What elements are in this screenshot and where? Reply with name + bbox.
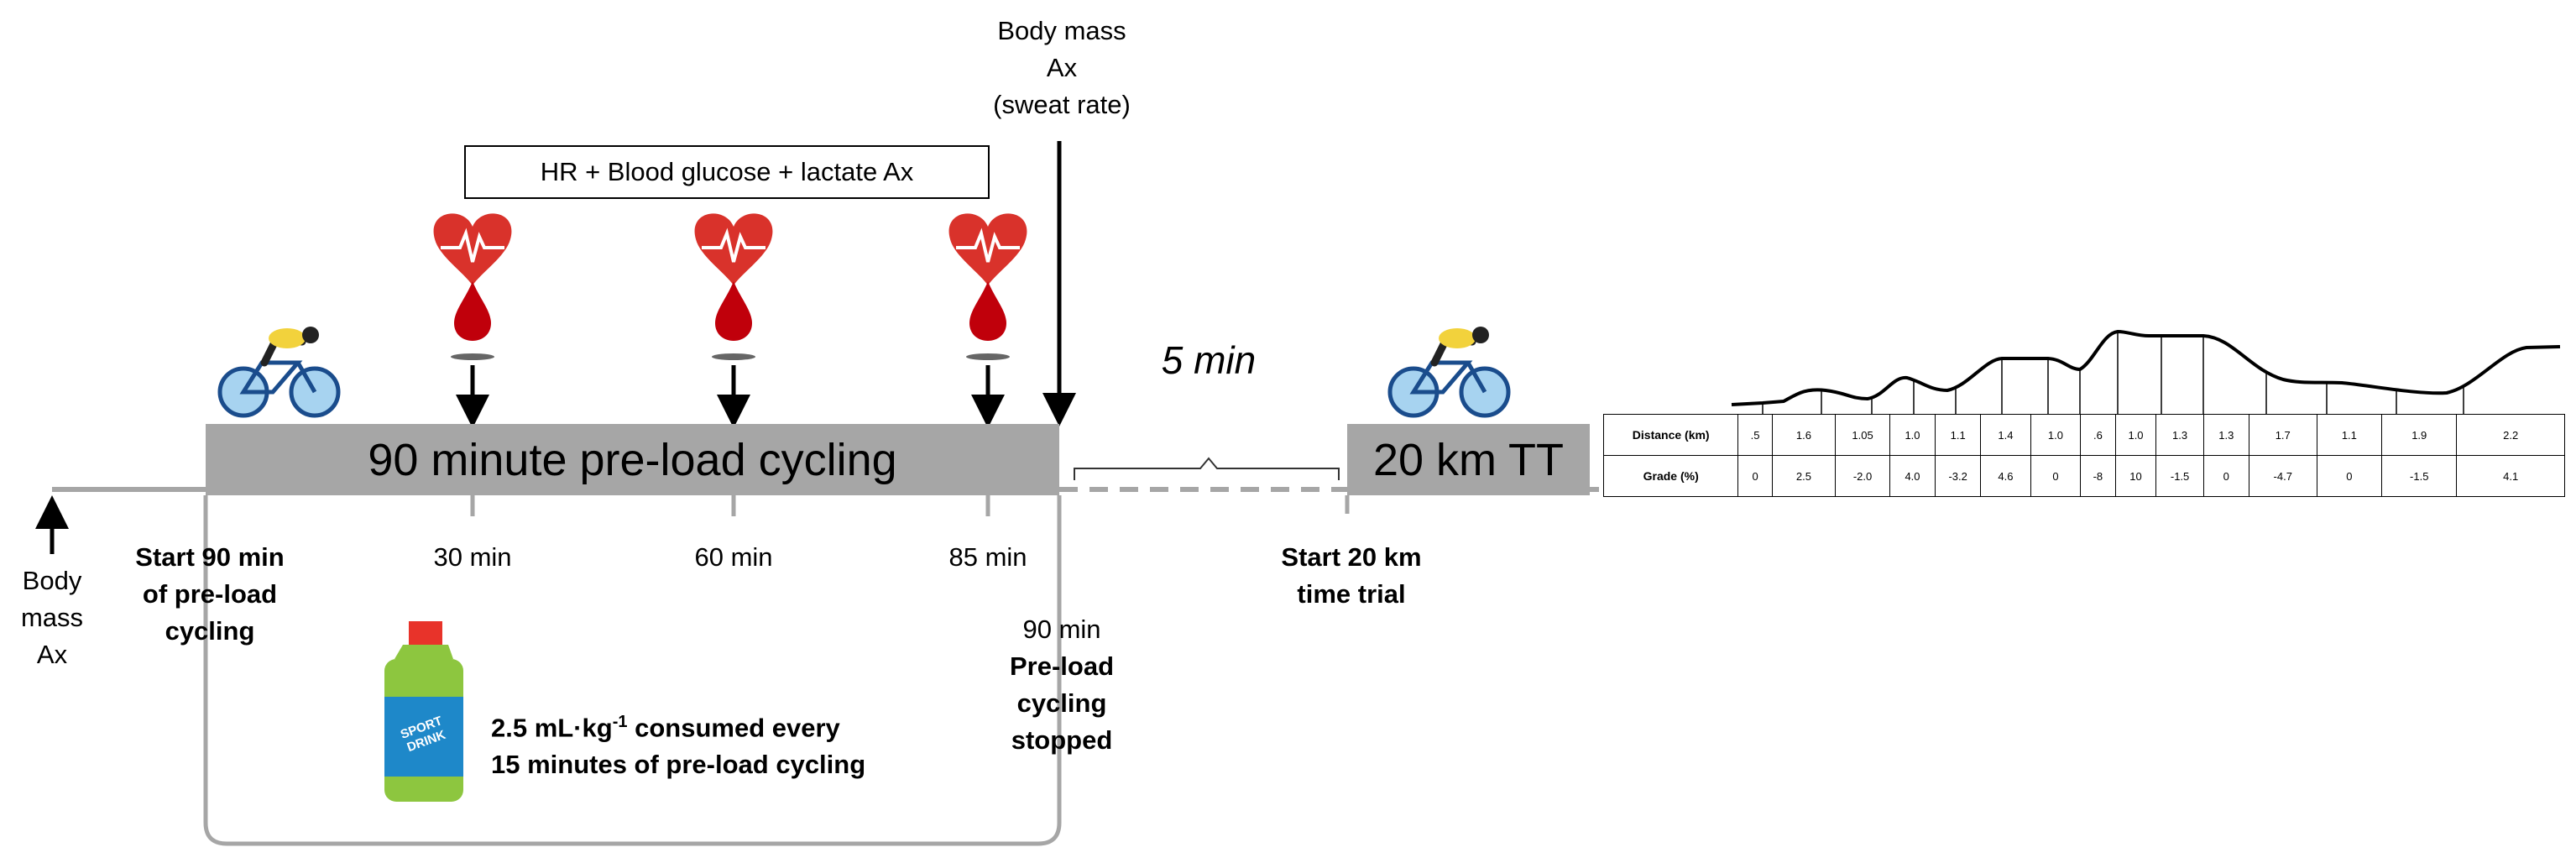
distance-cell: 1.9 xyxy=(2381,414,2458,456)
distance-cell: 1.4 xyxy=(1980,414,2031,456)
grade-cell: 0 xyxy=(2202,455,2249,497)
assessment-box: HR + Blood glucose + lactate Ax xyxy=(464,145,990,199)
rest-period-label: 5 min xyxy=(1161,338,1257,382)
preload-cycling-bar: 90 minute pre-load cycling xyxy=(206,424,1059,495)
blood-drop-icon xyxy=(966,281,1010,360)
grade-cell: -3.2 xyxy=(1935,455,1982,497)
grade-cell: 4.0 xyxy=(1889,455,1936,497)
start-time-trial-label: Start 20 km time trial xyxy=(1281,542,1422,609)
blood-drop-icon xyxy=(451,281,494,360)
distance-cell: 1.0 xyxy=(2114,414,2157,456)
course-elevation-line xyxy=(1731,329,2561,406)
sport-drink-bottle-icon xyxy=(384,621,463,802)
grade-cell: 0 xyxy=(2316,455,2383,497)
cyclist-icon xyxy=(220,327,338,416)
grade-cell: 0 xyxy=(1737,455,1773,497)
cyclist-icon xyxy=(1390,327,1508,416)
grade-cell: 4.6 xyxy=(1980,455,2031,497)
distance-cell: 1.0 xyxy=(1889,414,1936,456)
grade-cell: 2.5 xyxy=(1771,455,1837,497)
distance-cell: 1.3 xyxy=(2155,414,2204,456)
preload-stopped-label: 90 min Pre-load cycling stopped xyxy=(1009,615,1115,755)
baseline-body-mass-label: Body mass Ax xyxy=(20,566,84,669)
distance-cell: 1.3 xyxy=(2202,414,2249,456)
time-trial-bar: 20 km TT xyxy=(1347,424,1590,495)
heart-rate-icon xyxy=(947,212,1029,287)
distance-cell: 1.6 xyxy=(1771,414,1837,456)
timepoint-60-label: 60 min xyxy=(694,542,773,572)
grade-cell: -2.0 xyxy=(1835,455,1890,497)
heart-rate-icon xyxy=(692,212,775,287)
start-preload-label: Start 90 min of pre-load cycling xyxy=(135,542,285,646)
distance-cell: 1.0 xyxy=(2030,414,2082,456)
distance-cell: .6 xyxy=(2080,414,2116,456)
grade-cell: -1.5 xyxy=(2381,455,2458,497)
final-body-mass-label: Body mass Ax (sweat rate) xyxy=(993,16,1131,119)
distance-cell: 2.2 xyxy=(2456,414,2565,456)
drink-bracket xyxy=(203,514,1062,846)
distance-cell: 1.1 xyxy=(1935,414,1982,456)
grade-cell: 10 xyxy=(2114,455,2157,497)
grade-cell: 4.1 xyxy=(2456,455,2565,497)
rest-bracket xyxy=(1074,457,1340,480)
blood-drop-icon xyxy=(712,281,755,360)
distance-cell: 1.7 xyxy=(2248,414,2317,456)
grade-cell: 0 xyxy=(2030,455,2082,497)
grade-cell: -1.5 xyxy=(2155,455,2204,497)
drink-protocol-text: 2.5 mL·kg-1 consumed every 15 minutes of… xyxy=(491,713,866,780)
timepoint-85-label: 85 min xyxy=(948,542,1027,572)
heart-rate-icon xyxy=(431,212,514,287)
distance-cell: 1.1 xyxy=(2316,414,2383,456)
timepoint-30-label: 30 min xyxy=(433,542,512,572)
distance-cell: 1.05 xyxy=(1835,414,1890,456)
grade-cell: -8 xyxy=(2080,455,2116,497)
distance-cell: .5 xyxy=(1737,414,1773,456)
grade-cell: -4.7 xyxy=(2248,455,2317,497)
